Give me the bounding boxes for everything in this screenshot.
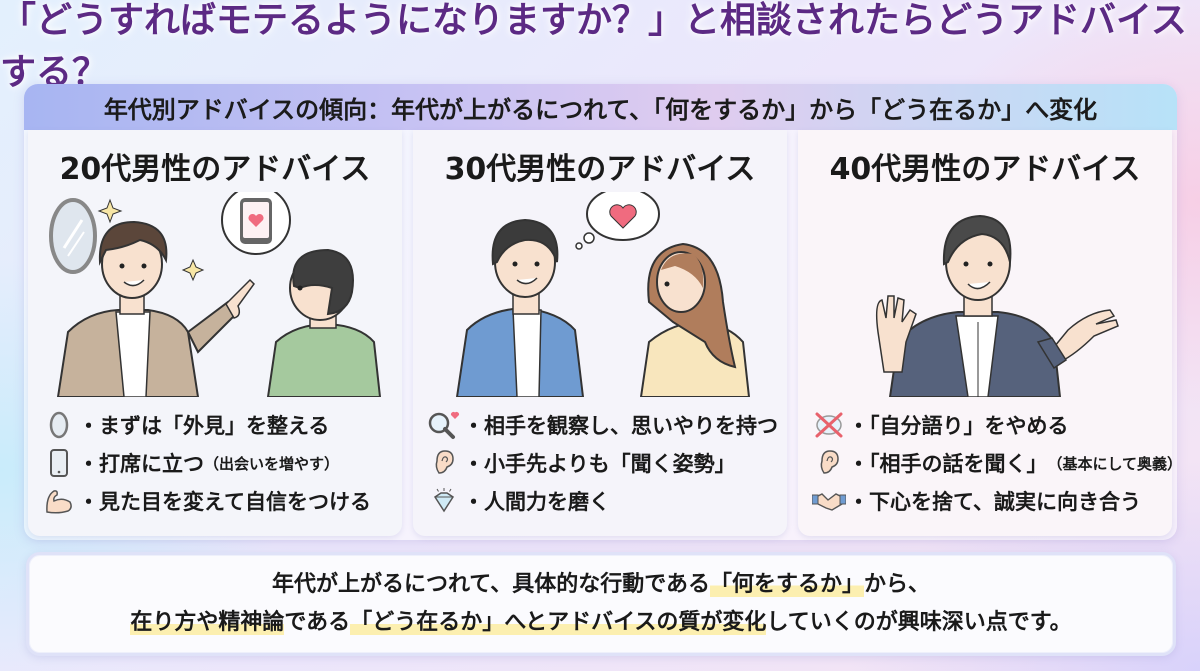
illustration-40s [798,192,1172,397]
tips-list: ・まずは「外見」を整える ・打席に立つ （出会いを増やす） ・見た目を変えて自信… [42,406,392,520]
mirror-illustration [49,198,97,274]
card-30s: 30代男性のアドバイス ・相 [413,130,787,536]
card-heading: 20代男性のアドバイス [59,152,371,187]
card-heading: 40代男性のアドバイス [829,152,1141,187]
card-40s: 40代男性のアドバイス ・「自分語り」をやめる [798,130,1182,536]
tip-item: ・打席に立つ （出会いを増やす） [42,444,392,482]
magnifier-heart-icon [427,410,461,440]
illustration-30s [413,192,787,397]
tip-item: ・見た目を変えて自信をつける [42,482,392,520]
summary-line-1: 年代が上がるにつれて、具体的な行動である「何をするか」から、 [271,572,931,597]
highlight: 在り方や精神論 [130,610,285,635]
summary-line-2: 在り方や精神論である「どう在るか」へとアドバイスの質が変化していくのが興味深い点… [130,610,1072,635]
tip-item: ・「相手の話を聞く」 （基本にして奥義） [812,444,1182,482]
tip-item: ・まずは「外見」を整える [42,406,392,444]
tip-item: ・相手を観察し、思いやりを持つ [427,406,778,444]
trend-banner: 年代別アドバイスの傾向：年代が上がるにつれて、「何をするか」から「どう在るか」へ… [24,84,1177,130]
highlight: 「何をするか」 [710,572,865,597]
tip-item: ・人間力を磨く [427,482,777,520]
handshake-icon [812,486,846,516]
diamond-icon [427,486,461,516]
ear-icon [427,448,461,478]
card-20s: 20代男性のアドバイス [28,130,402,536]
tip-item: ・「自分語り」をやめる [812,406,1162,444]
mirror-icon [42,410,76,440]
smartphone-icon [42,448,76,478]
card-heading: 30代男性のアドバイス [444,152,756,187]
highlight: 「どう在るか」へとアドバイスの質が変化 [350,610,767,635]
no-talking-icon [812,410,846,440]
summary-box: 年代が上がるにつれて、具体的な行動である「何をするか」から、 在り方や精神論であ… [26,552,1176,656]
tip-item: ・小手先よりも「聞く姿勢」 [427,444,777,482]
flexed-biceps-icon [42,486,76,516]
tip-item: ・下心を捨て、誠実に向き合う [812,482,1162,520]
tips-list: ・「自分語り」をやめる ・「相手の話を聞く」 （基本にして奥義） ・下心を捨て、… [812,406,1182,520]
tips-list: ・相手を観察し、思いやりを持つ ・小手先よりも「聞く姿勢」 ・人間力を磨く [427,406,778,520]
illustration-20s [28,192,402,397]
ear-icon [812,448,846,478]
page-title: 「どうすればモテるようになりますか？」と相談されたらどうアドバイスする？ [0,0,1187,93]
